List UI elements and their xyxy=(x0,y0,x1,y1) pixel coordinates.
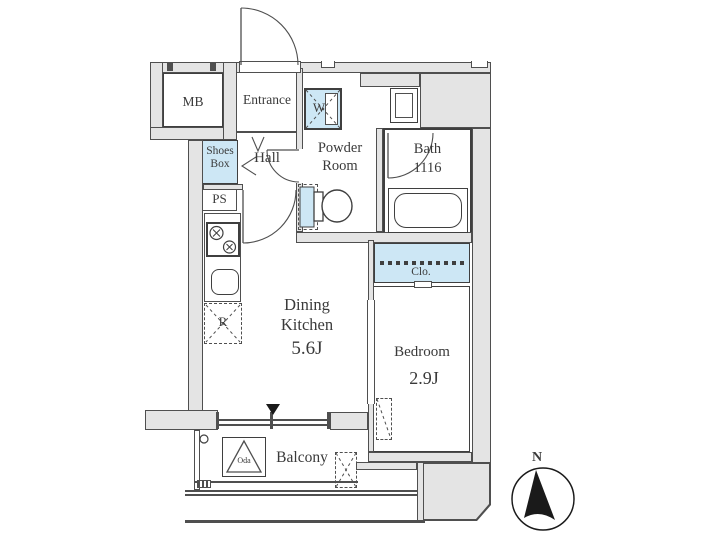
balcony-window-line1 xyxy=(218,419,330,421)
wall-left xyxy=(188,140,203,412)
wall-left-cap xyxy=(145,410,218,430)
site-boundary-line xyxy=(185,520,425,523)
room-label-bath: Bath 1116 xyxy=(413,141,442,176)
label-refrigerator: R xyxy=(218,314,228,329)
bedroom-sliding-door xyxy=(367,300,375,404)
room-entrance xyxy=(237,73,296,133)
balcony-window-line2 xyxy=(218,424,330,426)
label-dk-size: 5.6J xyxy=(291,338,323,359)
entrance-door-leaf xyxy=(239,61,301,73)
bath-window-inner xyxy=(395,93,413,118)
balcony-drain-grate xyxy=(197,480,211,488)
balcony-partition-space xyxy=(335,452,357,488)
kitchen-sink xyxy=(211,269,239,295)
balcony-window-tick1 xyxy=(216,412,219,429)
balcony-inner-edge xyxy=(195,481,358,483)
balcony-outer-edge2 xyxy=(185,494,418,496)
room-label-bedroom: Bedroom xyxy=(394,344,450,360)
wall-top-right-filler xyxy=(420,73,491,128)
room-label-powder: Powder Room xyxy=(317,140,363,174)
shoes-box xyxy=(202,140,238,184)
room-mb xyxy=(163,73,223,127)
room-label-ps: PS xyxy=(212,191,227,206)
room-label-mb: MB xyxy=(182,94,204,109)
toilet-pan-outline xyxy=(298,184,318,230)
balcony-window-tick2 xyxy=(270,412,273,429)
powder-doorway-gap xyxy=(295,149,304,183)
ac-space xyxy=(376,398,392,440)
wall-dk-bottom-right xyxy=(330,412,368,430)
balcony-outer-edge1 xyxy=(185,490,418,492)
closet-door-notch xyxy=(414,281,432,288)
entrance-door-arc xyxy=(240,7,299,66)
room-label-hall: Hall xyxy=(254,150,280,166)
balcony-window-tick3 xyxy=(327,412,330,429)
compass-needle xyxy=(524,470,555,520)
wall-right xyxy=(472,128,491,465)
label-bedroom-size: 2.9J xyxy=(409,368,439,388)
wall-bedroom-bottom xyxy=(368,452,472,462)
stove xyxy=(206,222,240,257)
balcony-drain xyxy=(199,434,209,444)
bathtub xyxy=(394,193,462,228)
room-label-entrance: Entrance xyxy=(243,92,291,107)
wall-corner-block xyxy=(424,464,489,519)
entrance-step-line xyxy=(237,131,296,133)
wall-balcony-right-h xyxy=(356,462,417,470)
compass-north-label: N xyxy=(531,450,543,465)
label-closet: Clo. xyxy=(411,266,431,278)
wall-top-filler xyxy=(360,73,420,87)
wall-balcony-right-v xyxy=(417,462,424,521)
wall-hall-bottom xyxy=(203,184,243,190)
room-label-shoes-box: Shoes Box xyxy=(206,145,234,170)
wall-mb-right xyxy=(223,62,237,140)
balcony-left-wall xyxy=(194,430,200,490)
wall-powder-bath xyxy=(376,128,383,232)
room-label-balcony: Balcony xyxy=(276,449,328,466)
label-hatch: Oda xyxy=(237,456,251,465)
wall-powder-dk xyxy=(296,232,472,243)
refrigerator-space xyxy=(204,303,242,344)
wall-notch-left xyxy=(321,61,335,68)
wall-notch-right xyxy=(471,61,488,68)
room-label-dining-kitchen: Dining Kitchen xyxy=(280,295,334,334)
label-washer: W xyxy=(312,100,326,115)
compass-circle xyxy=(511,467,575,531)
